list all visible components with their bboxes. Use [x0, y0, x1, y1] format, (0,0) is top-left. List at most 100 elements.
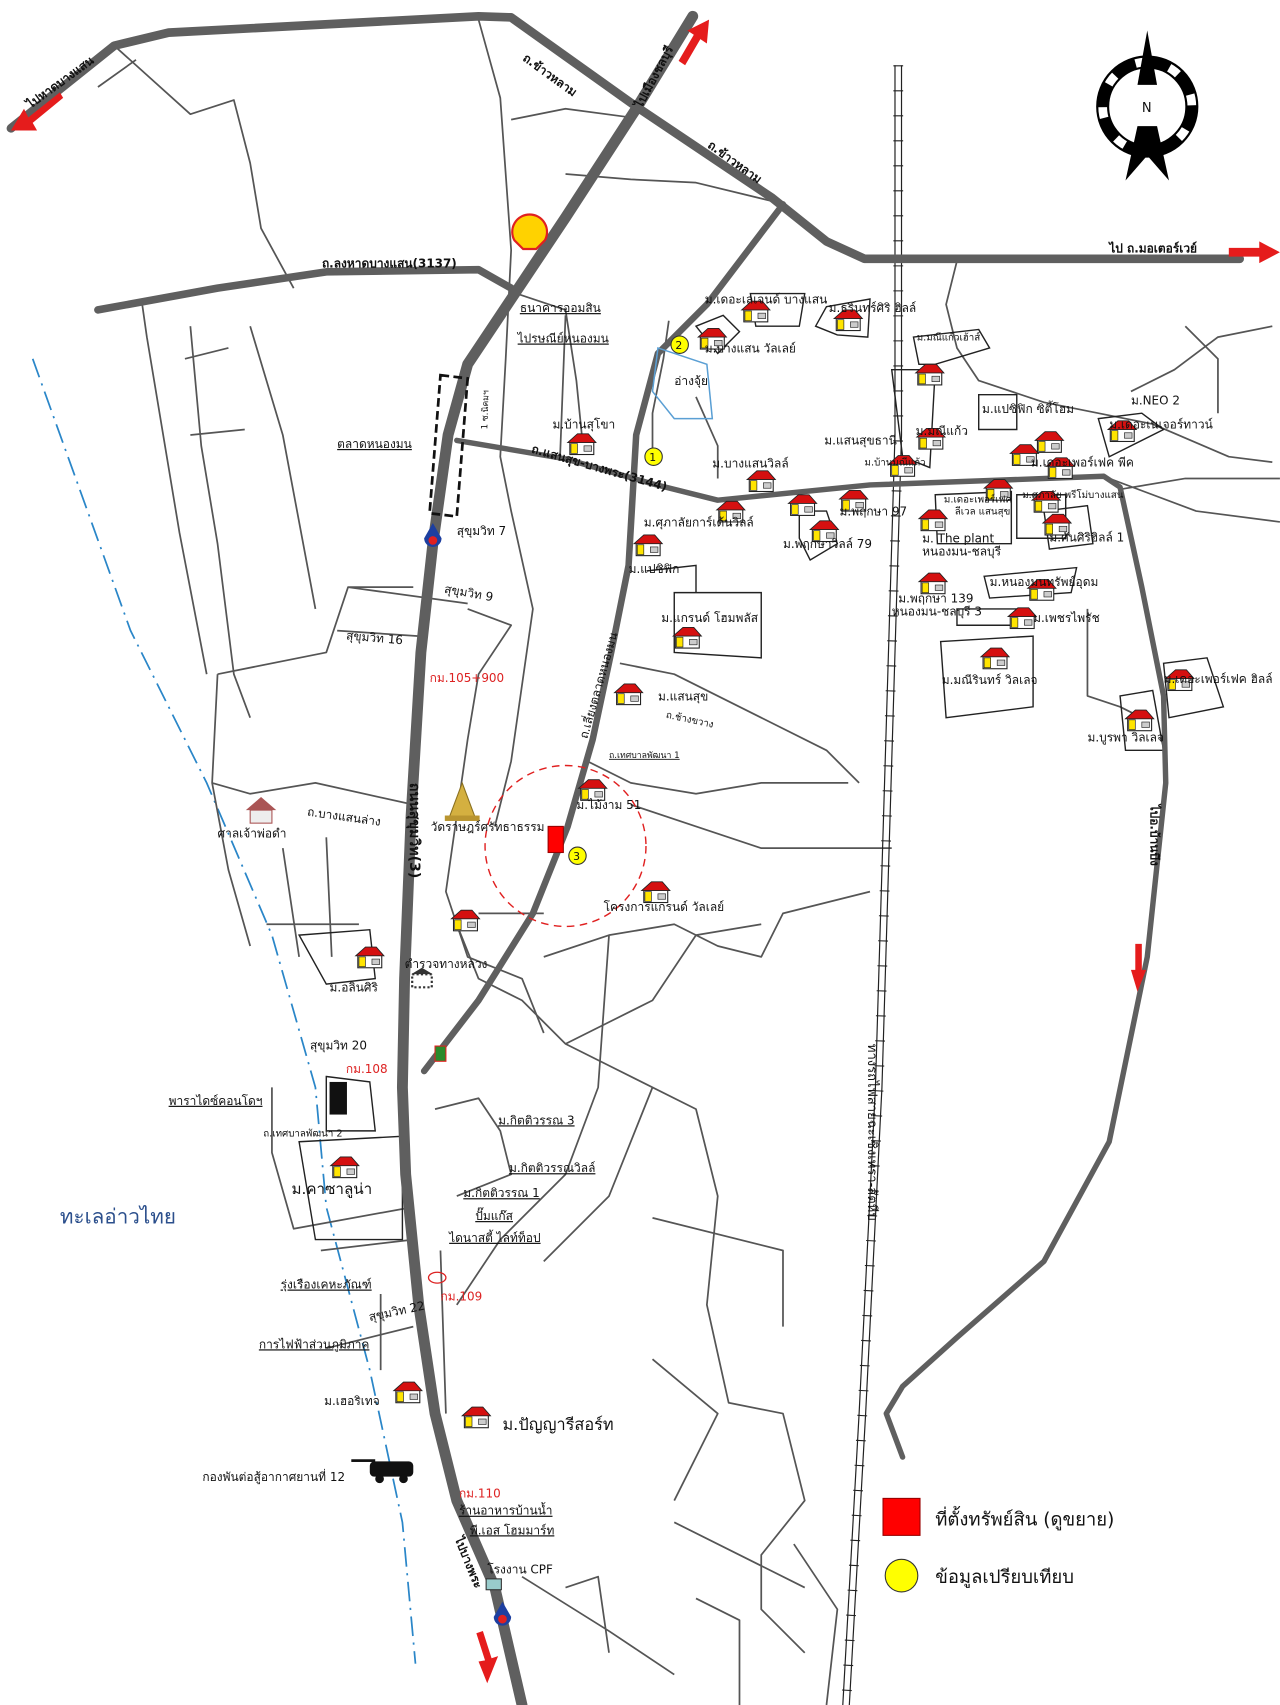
place-label: ม.แสนสุขธานี: [824, 434, 897, 448]
subject-property-marker[interactable]: [547, 825, 564, 854]
reservoir: [651, 346, 714, 420]
place-label: รุ่งเรืองเคหะภัณฑ์: [281, 1278, 372, 1292]
place-label: โครงการแกรนด์ วัลเลย์: [604, 900, 725, 914]
legend-item-subject: ที่ตั้งทรัพย์สิน (ดูขยาย): [882, 1497, 1114, 1536]
place-label: ไดนาสตี้ ไลท์ท็อป: [448, 1229, 540, 1245]
direction-label-chonburi: ไปเมืองชลบุรี: [630, 43, 677, 113]
place-label: ม.เดอะเพอร์เฟค: [944, 493, 1012, 505]
place-label: ม.มณีแก้วเฮ้าส์: [917, 331, 981, 343]
tank-icon: [351, 1459, 414, 1484]
shell-station-icon: [511, 213, 549, 251]
place-label: ม.บูรพา วิลเลจ: [1087, 731, 1164, 746]
arrow-icon: [678, 19, 710, 66]
minor-roads: [97, 19, 1280, 1705]
place-label: ม.มณีรินทร์ วิลเลจ: [942, 673, 1038, 687]
legend-item-comparable: ข้อมูลเปรียบเทียบ: [884, 1558, 1074, 1593]
place-label: ม.บ้านมณีแก้ว: [865, 456, 926, 468]
place-label: ธนาคารออมสิน: [520, 301, 601, 315]
north-arrow-icon: N: [1096, 30, 1199, 181]
place-label: พี.เอส โฮมมาร์ท: [470, 1523, 555, 1537]
ptt-station-icon: [493, 1601, 512, 1626]
place-label: ม.เพชรไพรัช: [1033, 611, 1100, 625]
factory-icon: [485, 1578, 502, 1591]
road-label-soi-16: สุขุมวิท 16: [346, 628, 404, 647]
place-label: ม.เดอะเลเจนด์ บางแสน: [705, 292, 828, 306]
temple-icon: [444, 781, 480, 821]
arrow-icon: [1130, 943, 1147, 992]
place-label: ม.ไม้งาม 51: [576, 798, 641, 812]
place-label: ม.พฤกษา 139: [898, 591, 973, 605]
place-label: หนองมน-ชลบุรี: [922, 545, 1001, 559]
place-label: ม.บางแสน วัลเลย์: [705, 341, 796, 355]
place-label: ตำรวจทางหลวง: [405, 957, 488, 971]
place-label: ร้านอาหารบ้านน้ำ: [459, 1502, 553, 1518]
comparable-marker-3[interactable]: 3: [568, 846, 587, 866]
village-boundaries: [297, 292, 1225, 1241]
place-label: ม.แปซิฟิก ซิตี้โฮม: [982, 400, 1074, 416]
shrine-icon: [245, 797, 277, 824]
place-label: หนองมน-ชลบุรี 3: [892, 604, 982, 618]
place-label: ม.พฤกษา 97: [840, 504, 908, 518]
place-label: ศาลเจ้าพ่อดำ: [218, 826, 287, 840]
km-marker: กม.108: [346, 1062, 388, 1076]
direction-arrows: [10, 19, 1280, 1684]
legend-subject-label: ที่ตั้งทรัพย์สิน (ดูขยาย): [935, 1506, 1114, 1531]
km-marker: กม.110: [459, 1486, 501, 1500]
place-label: การไฟฟ้าส่วนภูมิภาค: [259, 1337, 370, 1352]
subject-zoom-circle: [484, 764, 647, 928]
legend-comparable-label: ข้อมูลเปรียบเทียบ: [935, 1567, 1074, 1588]
road-label-chang-khwang: ถ.ช้างขวาง: [665, 710, 715, 731]
place-label: ม.แปซิฟิก: [629, 562, 680, 576]
place-label: ม.มณีแก้ว: [916, 424, 968, 438]
railway: [841, 65, 904, 1705]
road-label-soi-7: สุขุมวิท 7: [457, 524, 506, 538]
place-label: ม.กิตติวรรณวิลล์: [509, 1161, 595, 1175]
road-label-thetsaban-2: ถ.เทศบาลพัฒนา 2: [263, 1128, 342, 1139]
coastline: [31, 358, 417, 1664]
toyota-icon: [427, 1271, 447, 1284]
place-label: ม.กิตติวรรณ 1: [463, 1186, 540, 1200]
place-label: ม.ศันศิริฮิลล์ 1: [1049, 531, 1124, 545]
km-marker: กม.109: [440, 1289, 482, 1303]
place-label: ม.ธรินทร์ศิริ ฮิลล์: [829, 301, 917, 315]
svg-text:2: 2: [675, 339, 682, 352]
road-label-sukhumvit: ถนนสุขุมวิท(3): [406, 783, 422, 878]
road-label-nikom: 1 ซ.นิคมฯ: [480, 390, 491, 430]
market-outline: [428, 373, 470, 519]
place-label: ม.ศุภาลัย พรีโม่บางแสน: [1022, 489, 1124, 501]
place-label: ม.พฤกษาวิลล์ 79: [783, 537, 872, 551]
condo-icon: [329, 1081, 347, 1115]
arrow-icon: [10, 92, 64, 131]
place-label: โรงงาน CPF: [487, 1562, 553, 1576]
map-legend: ที่ตั้งทรัพย์สิน (ดูขยาย) ข้อมูลเปรียบเท…: [882, 1497, 1114, 1593]
railway-label: ทางรถไฟสายฉะเชิงเทรา-สัตหีบ: [864, 1044, 880, 1221]
place-label: ม.เดอะเพอร์เฟค ฮิลล์: [1164, 672, 1273, 686]
sea-label: ทะเลอ่าวไทย: [60, 1204, 176, 1228]
place-label: พาราไดซ์คอนโดฯ: [169, 1094, 263, 1108]
place-label: ม.เฮอริเทจ: [324, 1394, 380, 1408]
place-label: ม.NEO 2: [1131, 394, 1180, 408]
comparable-marker-1[interactable]: 1: [644, 447, 663, 466]
seven-eleven-icon: [434, 1045, 447, 1062]
place-label: ม.ศุภาลัยการ์เด้นวิลล์: [644, 515, 754, 529]
place-label: ปั๊มแก๊ส: [475, 1207, 513, 1223]
compass-north-label: N: [1142, 101, 1152, 116]
place-label: ม.บางแสนวิลล์: [712, 457, 788, 471]
road-label-bangsaen-lang: ถ.บางแสนล่าง: [306, 805, 381, 829]
place-label: ม.เดอะเพอร์เฟค พีค: [1031, 455, 1134, 469]
place-label: ม.คาซาลูน่า: [291, 1180, 372, 1198]
comparable-marker-2[interactable]: 2: [670, 335, 689, 354]
direction-label-banbueng: ไปอ.บ้านบึง: [1148, 803, 1163, 866]
place-label: อ่างจุ้ย: [674, 374, 708, 388]
road-label-soi-20: สุขุมวิท 20: [310, 1038, 367, 1052]
place-label: ม.แกรนด์ โฮมพลัส: [661, 611, 759, 625]
km-marker: กม.105+900: [430, 671, 505, 685]
place-label: ไปรษณีย์หนองมน: [517, 332, 609, 346]
police-icon: [411, 967, 433, 989]
road-label-thetsaban-1: ถ.เทศบาลพัฒนา 1: [609, 751, 680, 761]
svg-text:1: 1: [649, 451, 656, 464]
direction-label-bangsaen: ไปหาดบางแสน: [22, 52, 97, 112]
arrow-icon: [1228, 241, 1280, 264]
road-label-3137: ถ.ลงหาดบางแสน(3137): [322, 256, 457, 270]
